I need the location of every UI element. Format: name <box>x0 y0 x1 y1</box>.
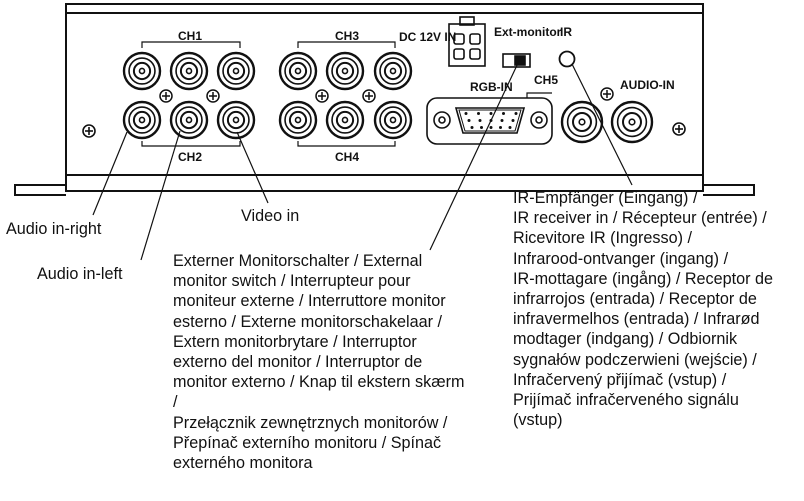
ch3-bracket <box>297 41 396 48</box>
ch2-bracket <box>141 141 241 147</box>
rca-jack <box>122 100 162 140</box>
rca-jack <box>325 51 365 91</box>
rca-jack <box>169 51 209 91</box>
rgb-in-label: RGB-IN <box>470 80 513 94</box>
rca-jack <box>373 51 413 91</box>
rca-jack <box>373 100 413 140</box>
ch4-jack-group <box>278 100 413 140</box>
ir-receiver-window <box>558 50 576 68</box>
callout-ir-receiver: IR-Empfänger (Eingang) / IR receiver in … <box>513 189 774 430</box>
ch5-audio-jack-group <box>560 100 654 144</box>
left-mounting-flange <box>14 175 67 196</box>
leader-ir-receiver <box>571 63 633 186</box>
callout-audio-in-left: Audio in-left <box>37 265 123 283</box>
ch5-label: CH5 <box>534 73 558 87</box>
vga-pins <box>464 112 518 129</box>
leader-audio-in-left <box>140 130 181 261</box>
callout-external-monitor-switch: Externer Monitorschalter / External moni… <box>173 252 465 473</box>
rca-jack <box>122 51 162 91</box>
callout-audio-in-right: Audio in-right <box>6 220 102 238</box>
screw-icon <box>159 89 173 103</box>
panel-housing <box>65 3 704 192</box>
ch4-label: CH4 <box>335 150 359 164</box>
ch1-jack-group <box>122 51 256 91</box>
screw-icon <box>315 89 329 103</box>
ch3-label: CH3 <box>335 29 359 43</box>
leader-audio-in-right <box>92 131 128 216</box>
screw-icon <box>362 89 376 103</box>
screw-icon <box>672 122 686 136</box>
leader-video-in <box>236 131 269 204</box>
ir-label: IR <box>560 25 572 39</box>
rca-jack <box>278 100 318 140</box>
ch1-label: CH1 <box>178 29 202 43</box>
rca-jack <box>216 100 256 140</box>
screw-icon <box>600 87 614 101</box>
rgb-vga-connector <box>426 97 553 145</box>
rca-jack <box>560 100 604 144</box>
ch3-jack-group <box>278 51 413 91</box>
rca-jack <box>278 51 318 91</box>
dc-power-connector <box>448 16 486 67</box>
ch1-bracket <box>141 41 241 48</box>
ch2-label: CH2 <box>178 150 202 164</box>
rca-jack <box>216 51 256 91</box>
ext-monitor-label: Ext-monitor <box>494 25 562 39</box>
audio-in-label: AUDIO-IN <box>620 78 675 92</box>
ch2-jack-group <box>122 100 256 140</box>
rca-jack <box>169 100 209 140</box>
rca-jack <box>610 100 654 144</box>
screw-icon <box>82 124 96 138</box>
rca-jack <box>325 100 365 140</box>
callout-video-in: Video in <box>241 207 300 225</box>
ch4-bracket <box>297 141 396 147</box>
screw-icon <box>206 89 220 103</box>
ch5-bracket <box>526 92 552 98</box>
leader-ext-monitor <box>429 60 520 251</box>
dc-in-label: DC 12V IN <box>399 30 456 44</box>
